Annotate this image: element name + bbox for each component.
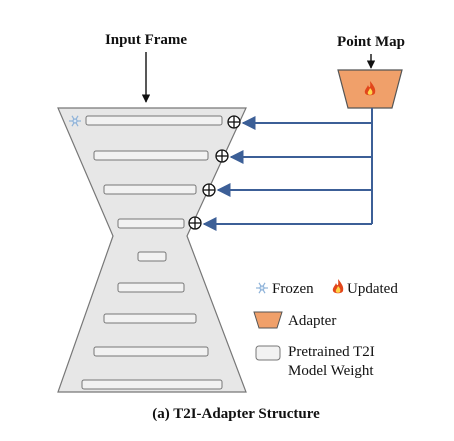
bottleneck-layer [137,251,167,262]
input-frame-label: Input Frame [105,32,187,48]
legend-snowflake-icon [256,282,268,294]
legend-adapter-label: Adapter [288,313,336,329]
legend: Frozen Updated Adapter Pretrained T2I Mo… [253,279,398,379]
legend-layer-swatch [255,345,281,361]
circled-plus-icon [215,149,229,163]
decoder-layer-4 [81,379,223,390]
encoder-layer-1 [85,115,223,126]
legend-pretrained-label-line1: Pretrained T2I [288,344,375,360]
legend-frozen-label: Frozen [272,281,314,297]
circled-plus-icon [188,216,202,230]
point-map-label: Point Map [337,34,405,50]
encoder-layer-4 [117,218,185,229]
snowflake-icon [69,115,81,127]
legend-flame-icon [332,279,344,294]
legend-adapter-swatch [253,311,283,329]
legend-pretrained-label-line2: Model Weight [288,363,374,379]
encoder-layer-3 [103,184,197,195]
figure-caption: (a) T2I-Adapter Structure [152,406,320,422]
legend-updated-label: Updated [347,281,398,297]
decoder-layer-1 [117,282,185,293]
circled-plus-icon [227,115,241,129]
circled-plus-icon [202,183,216,197]
decoder-layer-2 [103,313,197,324]
encoder-layer-2 [93,150,209,161]
decoder-layer-3 [93,346,209,357]
flame-icon [364,81,376,96]
